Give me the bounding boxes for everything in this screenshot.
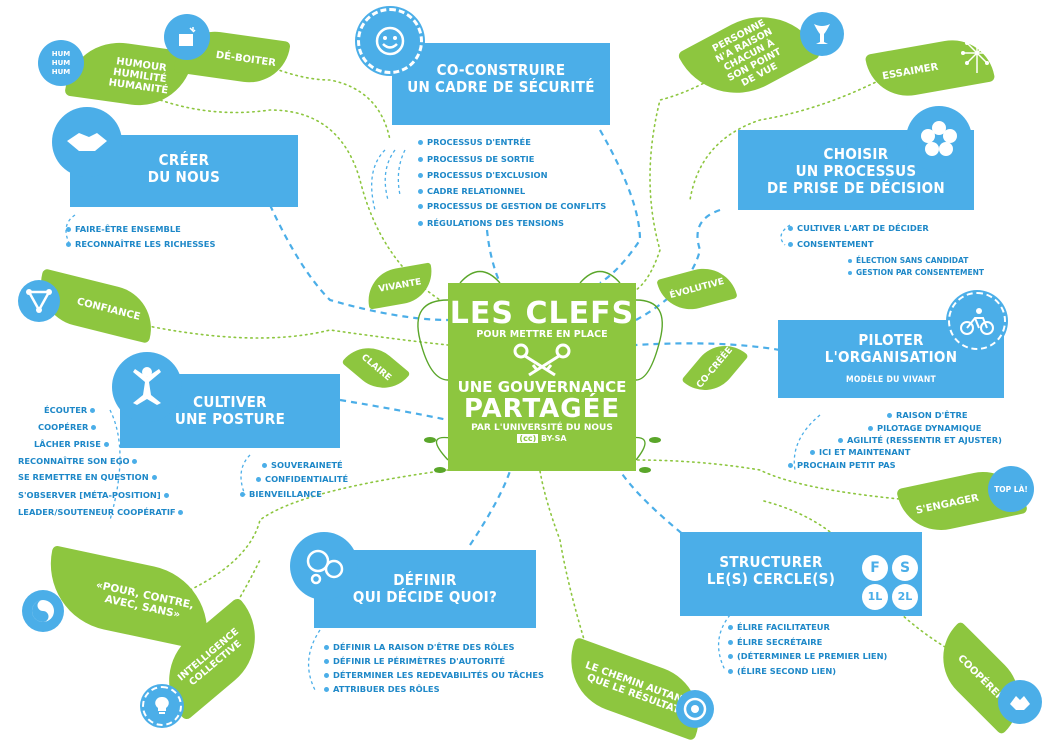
cultiver-left-3: LÂCHER PRISE (34, 439, 113, 449)
choisir-subitem-1: ÉLECTION SANS CANDIDAT (848, 256, 968, 265)
smiley-icon (357, 8, 423, 74)
coconstruire-item-6: RÉGULATIONS DES TENSIONS (418, 218, 564, 228)
piloter-item-3: AGILITÉ (RESSENTIR ET AJUSTER) (838, 435, 1002, 445)
definir-title1: DÉFINIR (393, 571, 457, 589)
piloter-item-5: PROCHAIN PETIT PAS (788, 460, 896, 470)
definir-title2: QUI DÉCIDE QUOI? (352, 588, 498, 606)
leaf-deboiter-label: DÉ-BOITER (215, 49, 277, 69)
leaf-sengager-label: S'ENGAGER (914, 492, 980, 517)
lightbulb-icon (142, 686, 182, 726)
coconstruire-item-3: PROCESSUS D'EXCLUSION (418, 170, 548, 180)
coconstruire-item-2: PROCESSUS DE SORTIE (418, 154, 534, 164)
license: (cc) BY-SA (448, 434, 636, 444)
choisir-subitem-2: GESTION PAR CONSENTEMENT (848, 268, 984, 277)
choisir-title3: DE PRISE DE DÉCISION (766, 179, 946, 197)
piloter-item-2: PILOTAGE DYNAMIQUE (868, 423, 981, 433)
cultiver-left-5: SE REMETTRE EN QUESTION (18, 472, 161, 482)
leaf-essaimer-label: ESSAIMER (881, 61, 940, 82)
hands-icon (998, 680, 1042, 724)
vase-icon (800, 12, 844, 56)
handshake-icon (52, 107, 122, 177)
cultiver-left-7: LEADER/SOUTENEUR COOPÉRATIF (18, 507, 187, 517)
definir-item-4: ATTRIBUER DES RÔLES (324, 684, 440, 694)
cultiver-right-3: BIENVEILLANCE (240, 489, 322, 499)
hands-toplà-icon: TOP LÀ! (988, 466, 1034, 512)
flower-icon (906, 106, 972, 172)
triangle-people-icon (18, 280, 60, 322)
structurer-item-2: ÉLIRE SECRÉTAIRE (728, 637, 822, 647)
license-text: BY-SA (541, 434, 567, 443)
humhum-label: HUM HUM HUM (51, 49, 71, 76)
circle-roles-icon: F S 1L 2L (860, 555, 930, 611)
target-icon (676, 690, 714, 728)
choisir-item-2: CONSENTEMENT (788, 239, 874, 249)
piloter-title2: L'ORGANISATION (824, 348, 958, 366)
cultiver-left-2: COOPÉRER (38, 422, 100, 432)
badge-s: S (892, 555, 918, 581)
structurer-item-4: (ÉLIRE SECOND LIEN) (728, 666, 836, 676)
creer-title2: DU NOUS (147, 168, 221, 186)
piloter-item-4: ICI ET MAINTENANT (810, 447, 910, 457)
cc-badge: (cc) (517, 434, 539, 443)
cultiver-right-2: CONFIDENTIALITÉ (256, 474, 348, 484)
structurer-title1: STRUCTURER (719, 553, 823, 571)
structurer-item-1: ÉLIRE FACILITATEUR (728, 622, 830, 632)
leaf-evolutive-label: ÉVOLUTIVE (668, 276, 726, 301)
creer-title1: CRÉER (158, 151, 210, 169)
piloter-item-1: RAISON D'ÊTRE (887, 410, 968, 420)
structurer-title2: LE(S) CERCLE(S) (706, 570, 836, 588)
cultiver-title1: CULTIVER (193, 393, 267, 411)
center-line3: PARTAGÉE (463, 394, 621, 424)
badge-f: F (862, 555, 888, 581)
cyclist-icon (948, 292, 1006, 350)
coconstruire-item-1: PROCESSUS D'ENTRÉE (418, 137, 531, 147)
definir-item-2: DÉFINIR LE PÉRIMÈTRES D'AUTORITÉ (324, 656, 505, 666)
topic-coconstruire: CO-CONSTRUIRE UN CADRE DE SÉCURITÉ (392, 43, 610, 125)
center-line2: UNE GOUVERNANCE (457, 378, 627, 396)
piloter-subtitle: MODÈLE DU VIVANT (845, 375, 937, 385)
meditation-icon (112, 352, 182, 422)
toplà-label: TOP LÀ! (994, 484, 1028, 494)
badge-1l: 1L (862, 584, 888, 610)
cultiver-title2: UNE POSTURE (174, 410, 286, 428)
leaf-pour-label: «POUR, CONTRE, AVEC, SANS» (94, 579, 195, 621)
cultiver-right-1: SOUVERAINETÉ (262, 460, 343, 470)
coconstruire-item-5: PROCESSUS DE GESTION DE CONFLITS (418, 201, 606, 211)
badge-2l: 2L (892, 584, 918, 610)
definir-item-3: DÉTERMINER LES REDEVABILITÉS OU TÂCHES (324, 670, 544, 680)
center-title: LES CLEFS (449, 296, 635, 331)
coconstruire-title2: UN CADRE DE SÉCURITÉ (407, 78, 595, 96)
humhum-icon: HUM HUM HUM (38, 40, 84, 86)
coconstruire-item-4: CADRE RELATIONNEL (418, 186, 525, 196)
dandelion-icon (952, 28, 1002, 78)
leaf-humour-label: HUMOUR HUMILITÉ HUMANITÉ (107, 55, 169, 97)
center-subtitle: POUR METTRE EN PLACE (476, 329, 608, 340)
choisir-title1: CHOISIR (823, 145, 889, 163)
coconstruire-title1: CO-CONSTRUIRE (436, 61, 566, 79)
central-title-block: LES CLEFS POUR METTRE EN PLACE UNE GOUVE… (448, 283, 636, 471)
creer-item-2: RECONNAÎTRE LES RICHESSES (66, 239, 215, 249)
cultiver-left-6: S'OBSERVER [MÉTA-POSITION] (18, 490, 173, 500)
cultiver-left-4: RECONNAÎTRE SON EGO (18, 456, 141, 466)
gift-box-icon (164, 14, 210, 60)
center-line4: PAR L'UNIVERSITÉ DU NOUS (471, 423, 613, 433)
leaf-vivante-label: VIVANTE (377, 276, 423, 295)
leaf-claire-label: CLAIRE (359, 352, 394, 383)
definir-item-1: DÉFINIR LA RAISON D'ÊTRE DES RÔLES (324, 642, 514, 652)
bubbles-icon (290, 532, 358, 600)
choisir-item-1: CULTIVER L'ART DE DÉCIDER (788, 223, 929, 233)
piloter-title1: PILOTER (858, 331, 924, 349)
structurer-item-3: (DÉTERMINER LE PREMIER LIEN) (728, 651, 887, 661)
keys-icon (448, 341, 636, 379)
leaf-confiance-label: CONFIANCE (75, 295, 142, 323)
cultiver-left-1: ÉCOUTER (44, 405, 99, 415)
yin-yang-icon (22, 590, 64, 632)
creer-item-1: FAIRE-ÊTRE ENSEMBLE (66, 224, 181, 234)
choisir-title2: UN PROCESSUS (795, 162, 917, 180)
